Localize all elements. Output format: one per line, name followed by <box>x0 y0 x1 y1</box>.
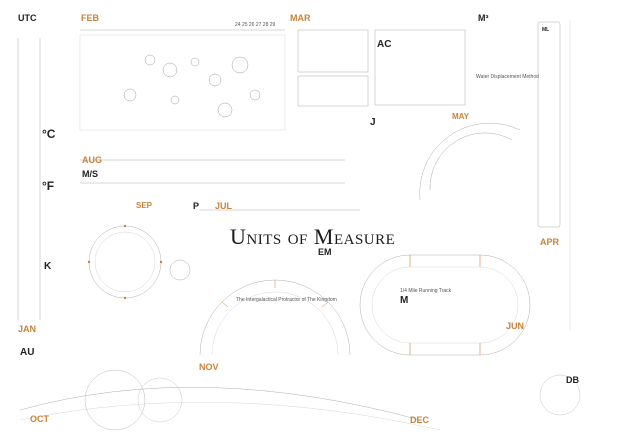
sep-wheel-inner <box>94 231 156 293</box>
unit-au: AU <box>20 347 35 358</box>
feb-day-range: 24 25 26 27 28 29 <box>235 22 276 28</box>
month-apr: APR <box>540 237 560 247</box>
unit-em: EM <box>318 247 332 257</box>
track-marks <box>409 255 481 355</box>
running-track-inner <box>371 266 519 344</box>
unit-j: J <box>370 117 376 128</box>
unit-ml: ML <box>542 27 550 33</box>
unit-celsius: °C <box>42 127 56 141</box>
caption-running-track: 1/4 Mile Running Track <box>400 288 452 294</box>
unit-kelvin: K <box>44 261 52 272</box>
poster-title: Units of Measure <box>230 224 396 249</box>
may-arc <box>419 122 521 201</box>
oct-moon-orbit <box>137 377 183 423</box>
feb-bubble-frame <box>79 34 286 131</box>
p-circle <box>169 259 191 281</box>
month-aug: AUG <box>82 155 102 165</box>
oct-planet-orbit <box>84 369 146 431</box>
month-dec: DEC <box>410 415 430 425</box>
unit-m3: M³ <box>478 13 489 23</box>
month-may: MAY <box>452 112 470 121</box>
caption-protractor: The Intergalactical Protractor of The Ki… <box>236 297 337 303</box>
measuring-cylinder <box>537 21 561 228</box>
running-track-outer <box>359 254 531 356</box>
unit-ac: AC <box>377 39 392 50</box>
unit-m: M <box>400 295 409 306</box>
month-jun: JUN <box>506 321 525 331</box>
month-nov: NOV <box>199 362 219 372</box>
month-feb: FEB <box>81 13 99 23</box>
protractor-ticks <box>221 280 329 308</box>
au-orbit-1 <box>19 387 421 421</box>
unit-utc: UTC <box>18 13 37 23</box>
unit-ms: M/S <box>82 169 99 179</box>
ac-box <box>374 29 466 106</box>
feb-bubbles <box>123 54 261 118</box>
may-arc-inner <box>429 132 513 191</box>
month-mar: MAR <box>290 13 311 23</box>
month-jul: JUL <box>215 201 233 211</box>
dec-dial <box>539 374 581 416</box>
sep-wheel <box>88 225 162 299</box>
unit-p: P <box>193 201 200 211</box>
au-orbit-2 <box>19 402 441 431</box>
protractor-arc <box>199 279 351 356</box>
month-jan: JAN <box>18 324 37 334</box>
mar-box-1 <box>297 29 369 73</box>
month-sep: SEP <box>136 201 153 210</box>
month-oct: OCT <box>30 414 49 424</box>
unit-fahrenheit: °F <box>42 179 55 193</box>
sep-dots <box>87 224 163 300</box>
unit-db: DB <box>566 375 579 385</box>
caption-water-displacement: Water Displacement Method <box>476 74 539 80</box>
mar-box-2 <box>297 75 369 107</box>
